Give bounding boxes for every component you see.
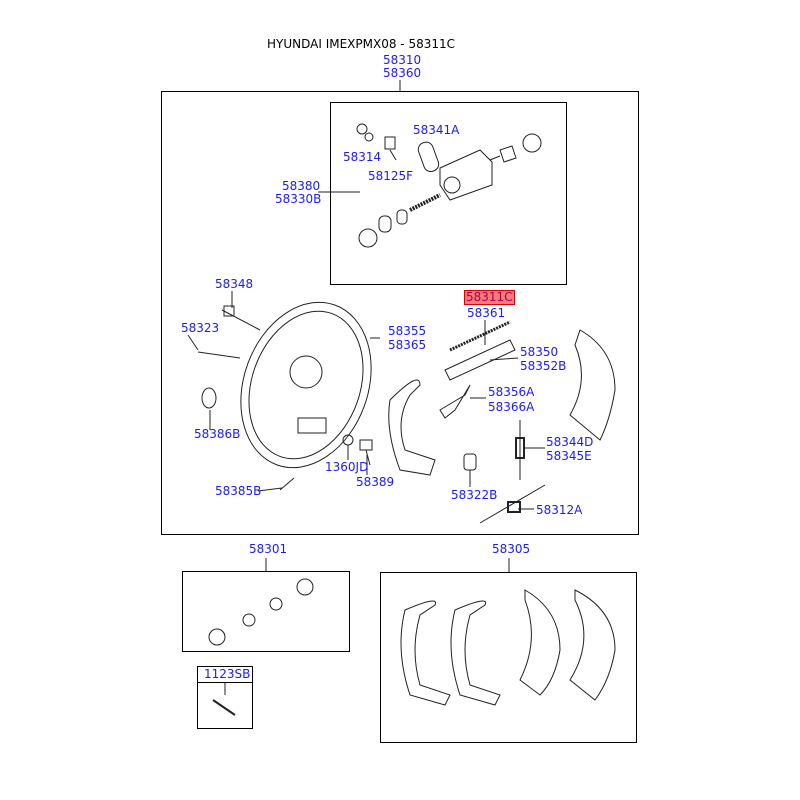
part-label-58356A[interactable]: 58356A <box>488 385 535 399</box>
part-label-58312A[interactable]: 58312A <box>536 503 583 517</box>
part-label-58365[interactable]: 58365 <box>388 338 427 352</box>
part-label-58310[interactable]: 58310 <box>383 53 422 67</box>
repair-kit-parts <box>208 578 314 716</box>
repair-kit-box <box>182 571 350 652</box>
part-label-58366A[interactable]: 58366A <box>488 400 535 414</box>
part-label-58355[interactable]: 58355 <box>388 324 427 338</box>
part-label-58350[interactable]: 58350 <box>520 345 559 359</box>
wheel-cylinder-box <box>330 102 567 285</box>
part-label-58361[interactable]: 58361 <box>467 306 506 320</box>
part-label-1123SB[interactable]: 1123SB <box>204 667 251 681</box>
part-label-58385B[interactable]: 58385B <box>215 484 262 498</box>
main-assembly-box <box>161 91 639 535</box>
wheel-cylinder-parts <box>356 123 542 248</box>
part-label-58330B[interactable]: 58330B <box>275 192 322 206</box>
part-label-58301[interactable]: 58301 <box>249 542 288 556</box>
shoe-set-parts <box>400 589 616 706</box>
bolt-label-box <box>197 666 253 683</box>
part-label-58348[interactable]: 58348 <box>215 277 254 291</box>
part-label-58352B[interactable]: 58352B <box>520 359 567 373</box>
part-label-58386B[interactable]: 58386B <box>194 427 241 441</box>
part-label-58345E[interactable]: 58345E <box>546 449 592 463</box>
part-label-58314[interactable]: 58314 <box>343 150 382 164</box>
brake-shoes-and-hardware <box>388 320 616 524</box>
part-label-1360JD[interactable]: 1360JD <box>325 460 369 474</box>
part-label-58323[interactable]: 58323 <box>181 321 220 335</box>
diagram-title: HYUNDAI IMEXPMX08 - 58311C <box>267 37 455 51</box>
part-label-58305[interactable]: 58305 <box>492 542 531 556</box>
part-label-58311C-highlighted[interactable]: 58311C <box>464 290 515 305</box>
part-label-58125F[interactable]: 58125F <box>368 169 414 183</box>
part-label-58380[interactable]: 58380 <box>282 179 321 193</box>
part-label-58360[interactable]: 58360 <box>383 66 422 80</box>
part-label-58389[interactable]: 58389 <box>356 475 395 489</box>
backing-plate <box>197 301 373 491</box>
part-label-58322B[interactable]: 58322B <box>451 488 498 502</box>
part-label-58344D[interactable]: 58344D <box>546 435 594 449</box>
part-label-58341A[interactable]: 58341A <box>413 123 460 137</box>
shoe-set-box <box>380 572 637 743</box>
